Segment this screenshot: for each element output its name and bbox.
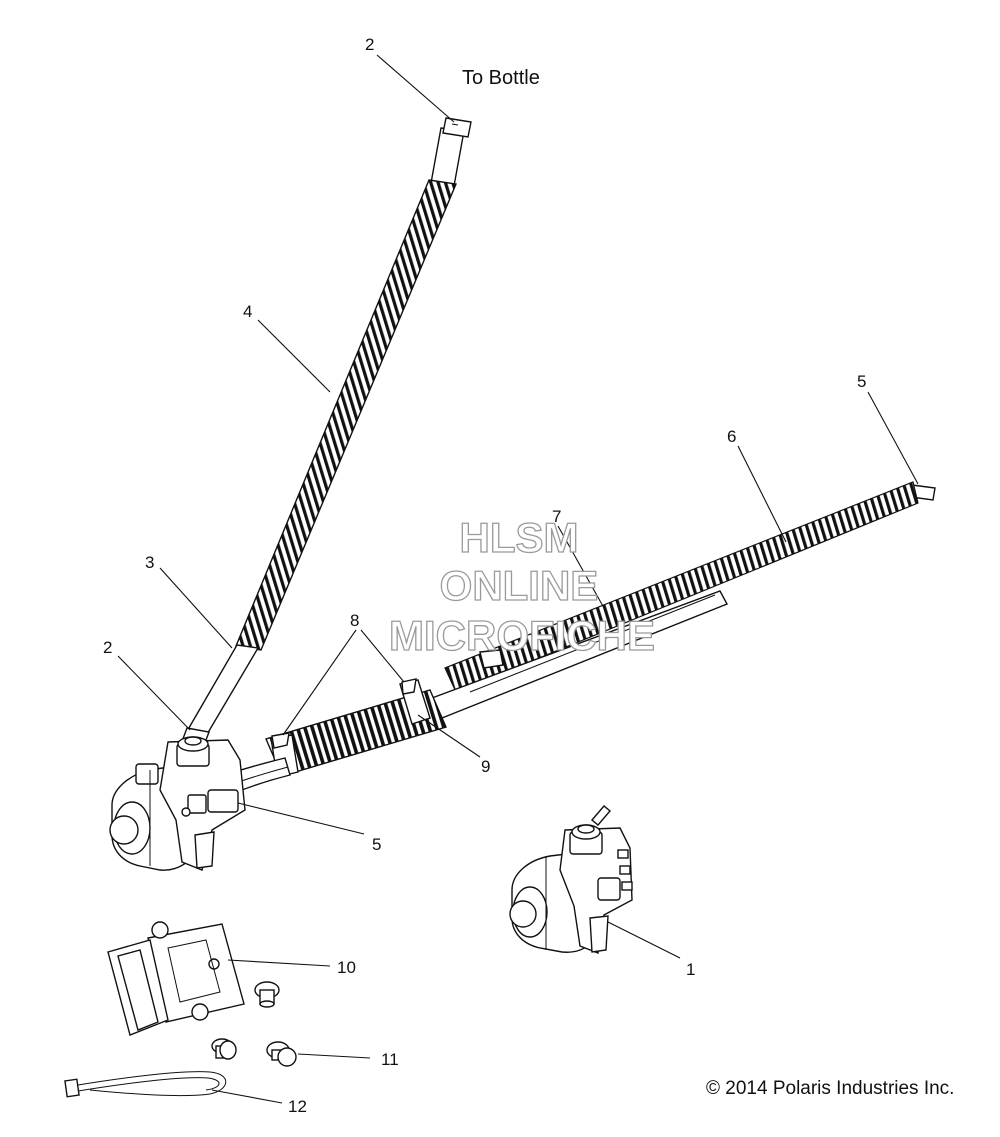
- callout-4: 4: [243, 302, 252, 321]
- callout-9: 9: [481, 757, 490, 776]
- callout-1: 1: [686, 960, 695, 979]
- callout-12: 12: [288, 1097, 307, 1116]
- callout-2-left: 2: [103, 638, 112, 657]
- callout-2-top: 2: [365, 35, 374, 54]
- pump-assembled: [109, 736, 246, 871]
- callout-10: 10: [337, 958, 356, 977]
- watermark-line-1: HLSM: [460, 514, 579, 561]
- screw-1: [254, 981, 280, 1008]
- leader-lines: [117, 54, 919, 1104]
- callout-5-right: 5: [857, 372, 866, 391]
- callout-6: 6: [727, 427, 736, 446]
- to-bottle-note: To Bottle: [462, 67, 540, 89]
- callout-11: 11: [381, 1050, 399, 1069]
- callout-3: 3: [145, 553, 154, 572]
- screw-2: [211, 1038, 237, 1060]
- clamp-right: [399, 678, 431, 725]
- cable-tie: [64, 1071, 227, 1098]
- callout-7: 7: [552, 507, 561, 526]
- watermark-line-2: ONLINE: [440, 562, 599, 609]
- bracket: [107, 921, 245, 1036]
- copyright-notice: © 2014 Polaris Industries Inc.: [706, 1078, 954, 1099]
- callout-8: 8: [350, 611, 359, 630]
- watermark: HLSM ONLINE MICROFICHE: [388, 513, 655, 659]
- long-hose-assembly: [211, 481, 936, 801]
- pump-standalone: [509, 805, 633, 954]
- watermark-line-3: MICROFICHE: [389, 612, 655, 659]
- screw-3: [266, 1041, 297, 1067]
- callout-5-left: 5: [372, 835, 381, 854]
